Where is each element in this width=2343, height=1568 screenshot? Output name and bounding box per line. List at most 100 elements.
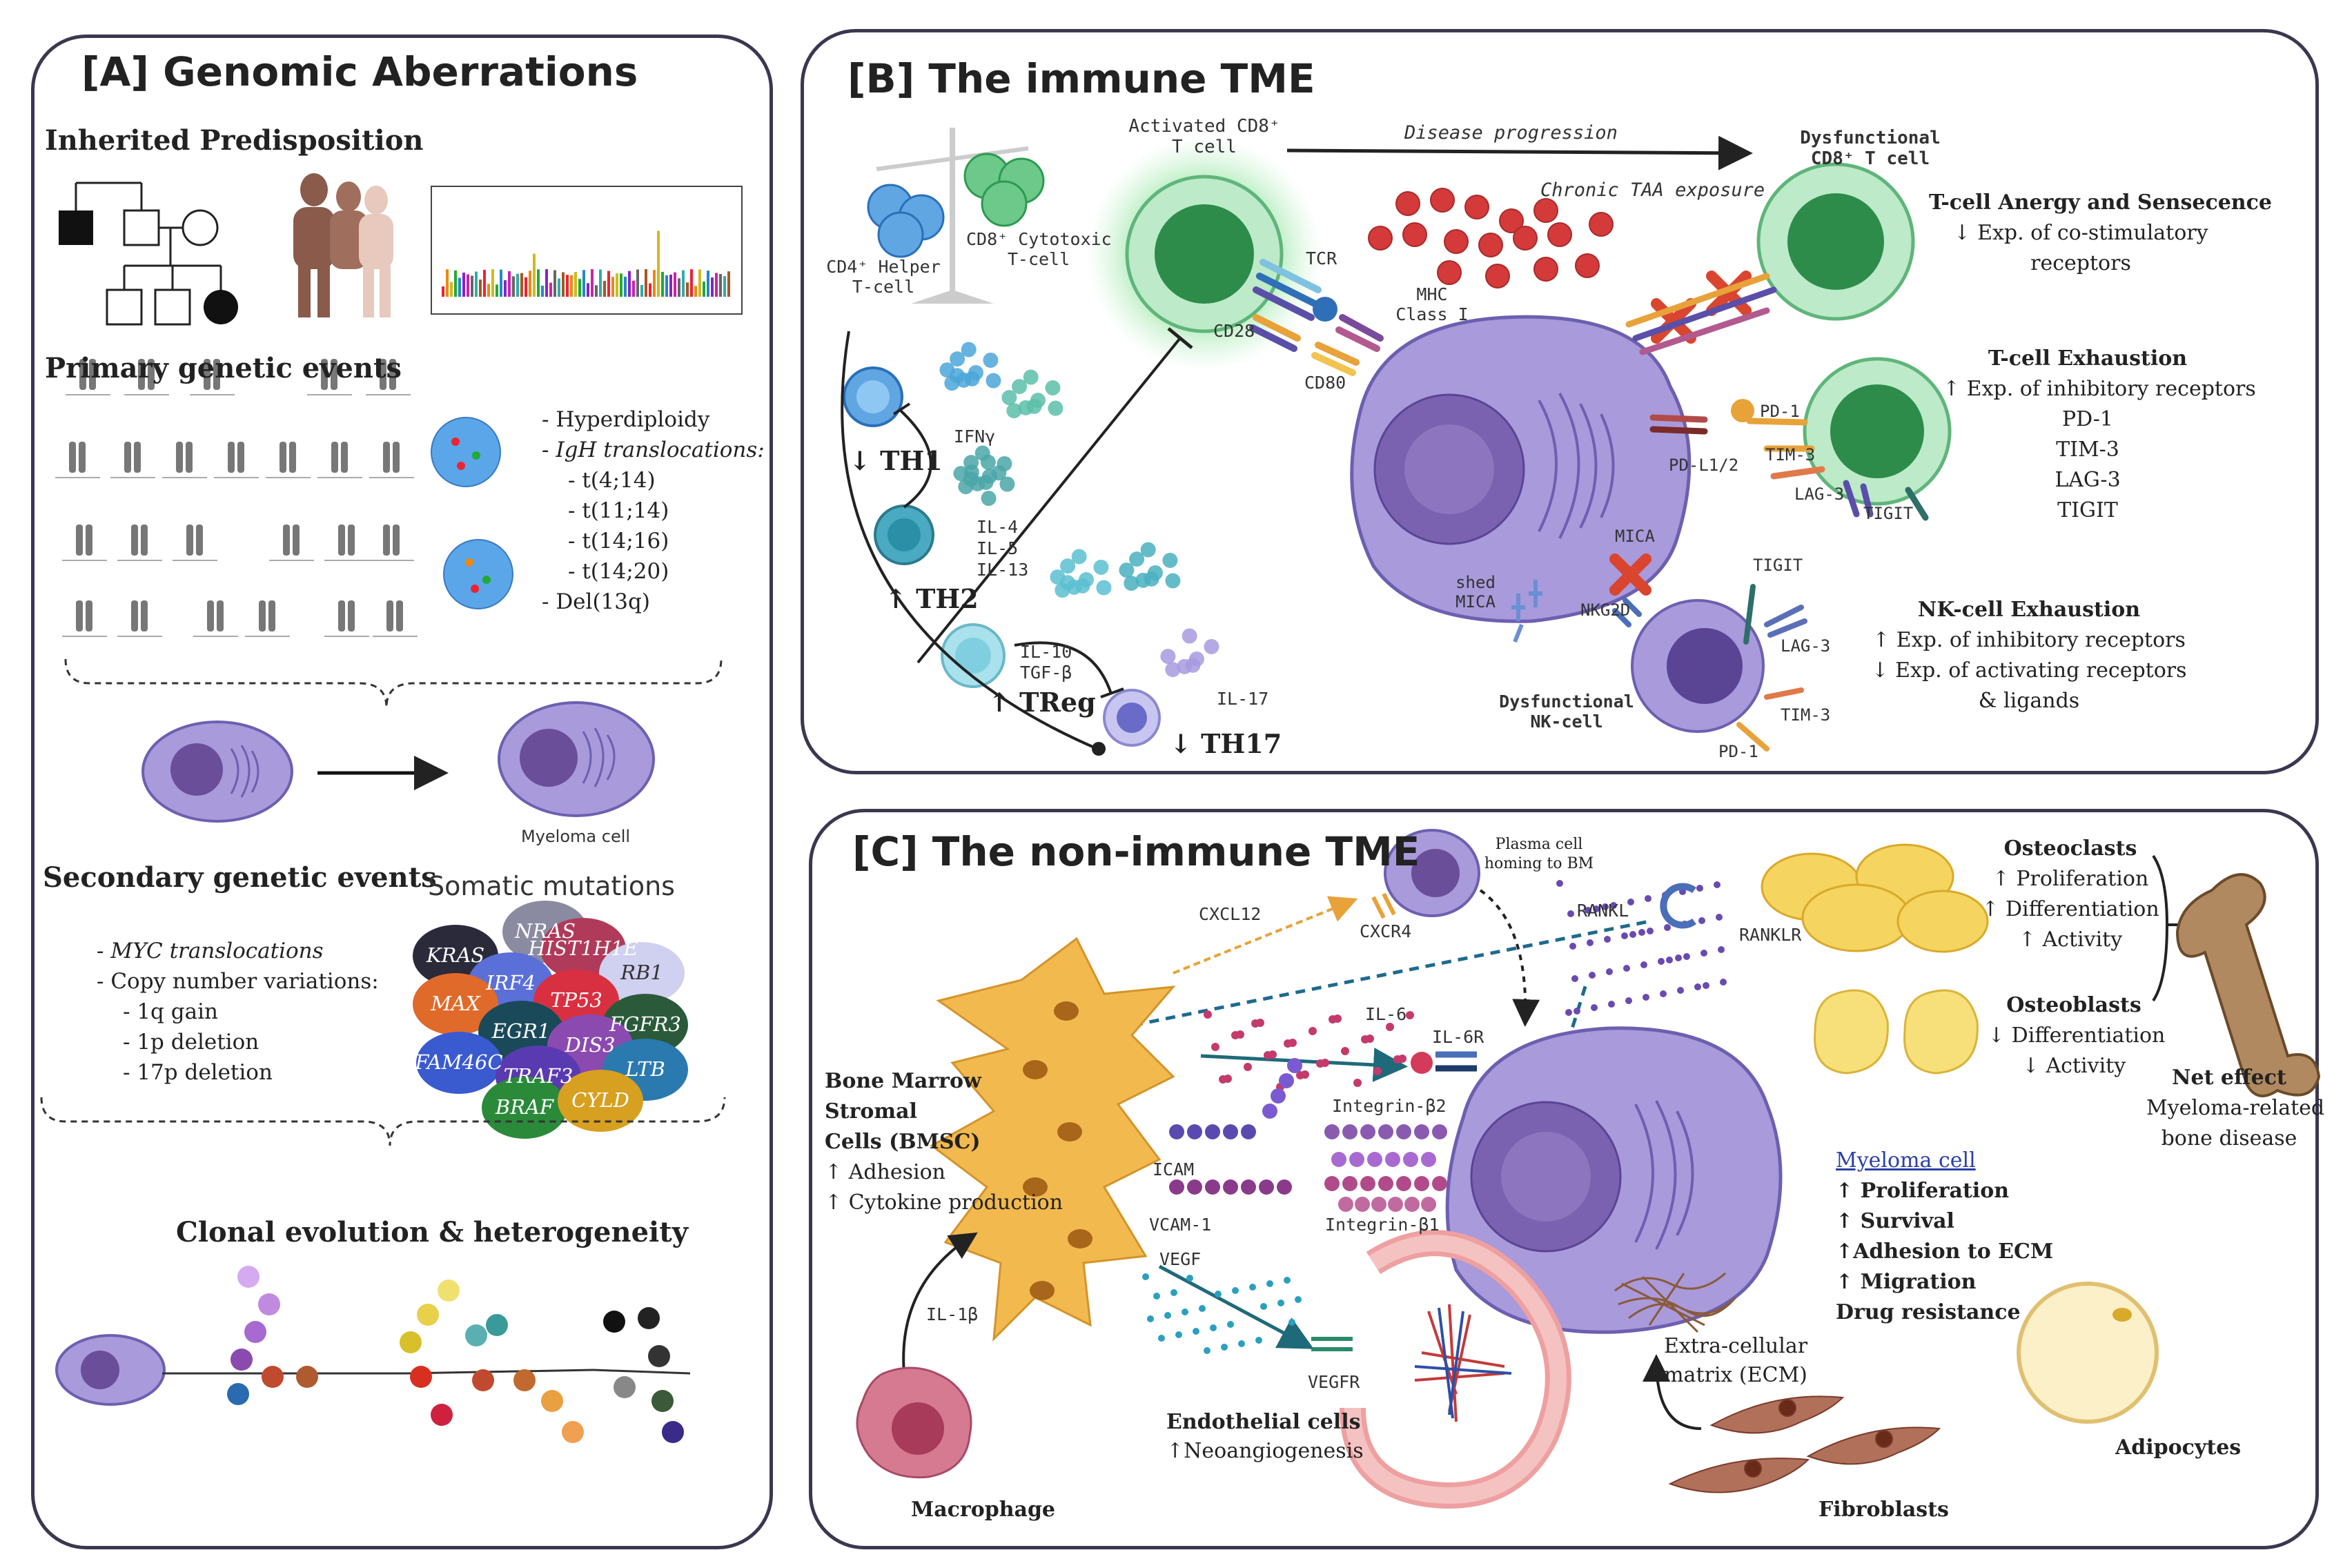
nk-exhaustion-title: NK-cell Exhaustion (1917, 598, 2141, 622)
tim3-label: TIM-3 (1765, 445, 1816, 464)
chromosome (141, 525, 148, 556)
vegf-dot (1266, 1280, 1273, 1287)
secondary-item-3: - 1p deletion (123, 1030, 259, 1055)
exhaustion-line-1: PD-1 (2061, 407, 2114, 431)
rankl-dot (1567, 910, 1574, 917)
cytokine-dot (1140, 542, 1156, 558)
rankl-dot (1666, 957, 1673, 963)
il4-label: IL-4 IL-5 IL-13 (977, 516, 1028, 580)
taa-antigen (1437, 260, 1462, 285)
plasma-cell-left (141, 721, 293, 823)
vegf-dot (1227, 1321, 1234, 1328)
taa-antigen (1478, 233, 1503, 257)
rankl-dot (1698, 917, 1705, 924)
dysfunctional-t-line-1: CD8⁺ T cell (1810, 148, 1930, 169)
ifng-label: IFNγ (954, 427, 996, 447)
taa-antigen (1575, 253, 1600, 278)
rankl-dot (1675, 954, 1682, 961)
cytokine-dot (1129, 551, 1145, 567)
adhesion-bead (1355, 1197, 1370, 1212)
secondary-item-4: - 17p deletion (123, 1060, 273, 1085)
chromosome (79, 442, 86, 473)
progression-label: Disease progression (1404, 122, 1618, 144)
il6-dot (1204, 1010, 1212, 1019)
osteoclasts-title: Osteoclasts (2003, 836, 2137, 861)
osteoblasts (1814, 989, 1979, 1075)
vegf-dot (1238, 1340, 1245, 1347)
rankl-dot (1625, 997, 1632, 1004)
vegf-dot (1170, 1289, 1177, 1296)
cytokine-dot (1012, 379, 1028, 395)
il10-line-0: IL-10 (1020, 642, 1072, 662)
net-effect-block: Net effect Myeloma-related bone disease (2146, 1063, 2324, 1154)
rankl-dot (1591, 1004, 1598, 1011)
manhattan-bar (653, 270, 656, 297)
clone-node (614, 1376, 636, 1398)
primary-item-5: - t(14;20) (568, 559, 669, 584)
il17-label: IL-17 (1217, 689, 1269, 709)
il6r-receptor (1411, 1051, 1477, 1074)
cytokine-dot (1096, 580, 1112, 596)
chromosome (134, 442, 141, 473)
primary-item-2: - t(4;14) (568, 468, 656, 493)
manhattan-bar (682, 270, 685, 297)
rankl-dot (1604, 936, 1611, 943)
cd8cyto-line-1: T-cell (1007, 249, 1070, 269)
il6-label: IL-6 (1365, 1004, 1407, 1024)
adhesion-bead (1338, 1197, 1353, 1212)
adhesion-bead (1324, 1176, 1340, 1191)
vegf-dot (1249, 1284, 1256, 1291)
adhesion-bead (1414, 1124, 1429, 1139)
adhesion-bead (1414, 1176, 1429, 1191)
chromosome (331, 359, 337, 390)
exhaustion-line-4: TIGIT (2057, 498, 2118, 522)
ecm-fibers (1614, 1272, 1737, 1333)
il6-dot (1296, 1071, 1304, 1079)
cxcr4-label: CXCR4 (1360, 921, 1412, 941)
anergy-line-0: ↓ Exp. of co-stimulatory (1953, 221, 2208, 245)
cytokine-dot (1165, 573, 1181, 589)
manhattan-bar (661, 271, 664, 297)
il6-dots (1204, 1010, 1414, 1091)
manhattan-bar (636, 269, 639, 297)
rankl-dot (1720, 979, 1727, 986)
rankl-dot (1569, 943, 1576, 950)
chromosome (393, 442, 400, 473)
nk-cell (1631, 599, 1765, 733)
manhattan-bar (657, 231, 660, 297)
vegf-dot (1186, 1275, 1193, 1282)
adhesion-bead (1432, 1124, 1447, 1139)
plasma-cell-myeloma (498, 701, 655, 817)
cytokine-dot (1060, 558, 1076, 574)
il6-dot (1244, 1063, 1252, 1071)
bmsc-block: Bone Marrow Stromal Cells (BMSC) ↑ Adhes… (825, 1066, 1063, 1218)
manhattan-bar (549, 282, 552, 297)
chromosome (138, 359, 145, 390)
anergy-block: T-cell Anergy and Sensecence ↓ Exp. of c… (1929, 188, 2272, 279)
nk-receptors (1612, 584, 1807, 752)
adhesion-bead (1432, 1176, 1447, 1191)
manhattan-bar (686, 282, 689, 297)
chromosome (69, 442, 76, 473)
panel-b-title: [B] The immune TME (847, 55, 1315, 102)
exhaustion-title: T-cell Exhaustion (1988, 346, 2188, 371)
activated-line-0: Activated CD8⁺ (1128, 116, 1280, 137)
nk-tim3-label: TIM-3 (1781, 705, 1831, 725)
cd4-helper-cells (867, 184, 945, 258)
clone-node (438, 1280, 460, 1302)
osteoblasts-line-0: ↓ Differentiation (1988, 1023, 2166, 1048)
myeloma-cell-label: Myeloma cell (521, 827, 631, 846)
adhesion-bead (1360, 1176, 1375, 1191)
manhattan-bar (616, 273, 618, 297)
clone-node (638, 1307, 660, 1329)
rankl-dot (1556, 880, 1563, 887)
dysfunctional-nk-line-0: Dysfunctional (1499, 692, 1634, 712)
taa-antigens (1368, 188, 1614, 288)
mica-label: MICA (1615, 527, 1655, 546)
fibroblast-cells (1668, 1395, 1941, 1493)
adhesion-bead (1378, 1124, 1393, 1139)
adhesion-bead (1349, 1152, 1364, 1167)
mutation-label: FAM46C (415, 1050, 503, 1074)
secondary-list: - MYC translocations - Copy number varia… (97, 939, 379, 1090)
manhattan-bar (520, 273, 523, 297)
